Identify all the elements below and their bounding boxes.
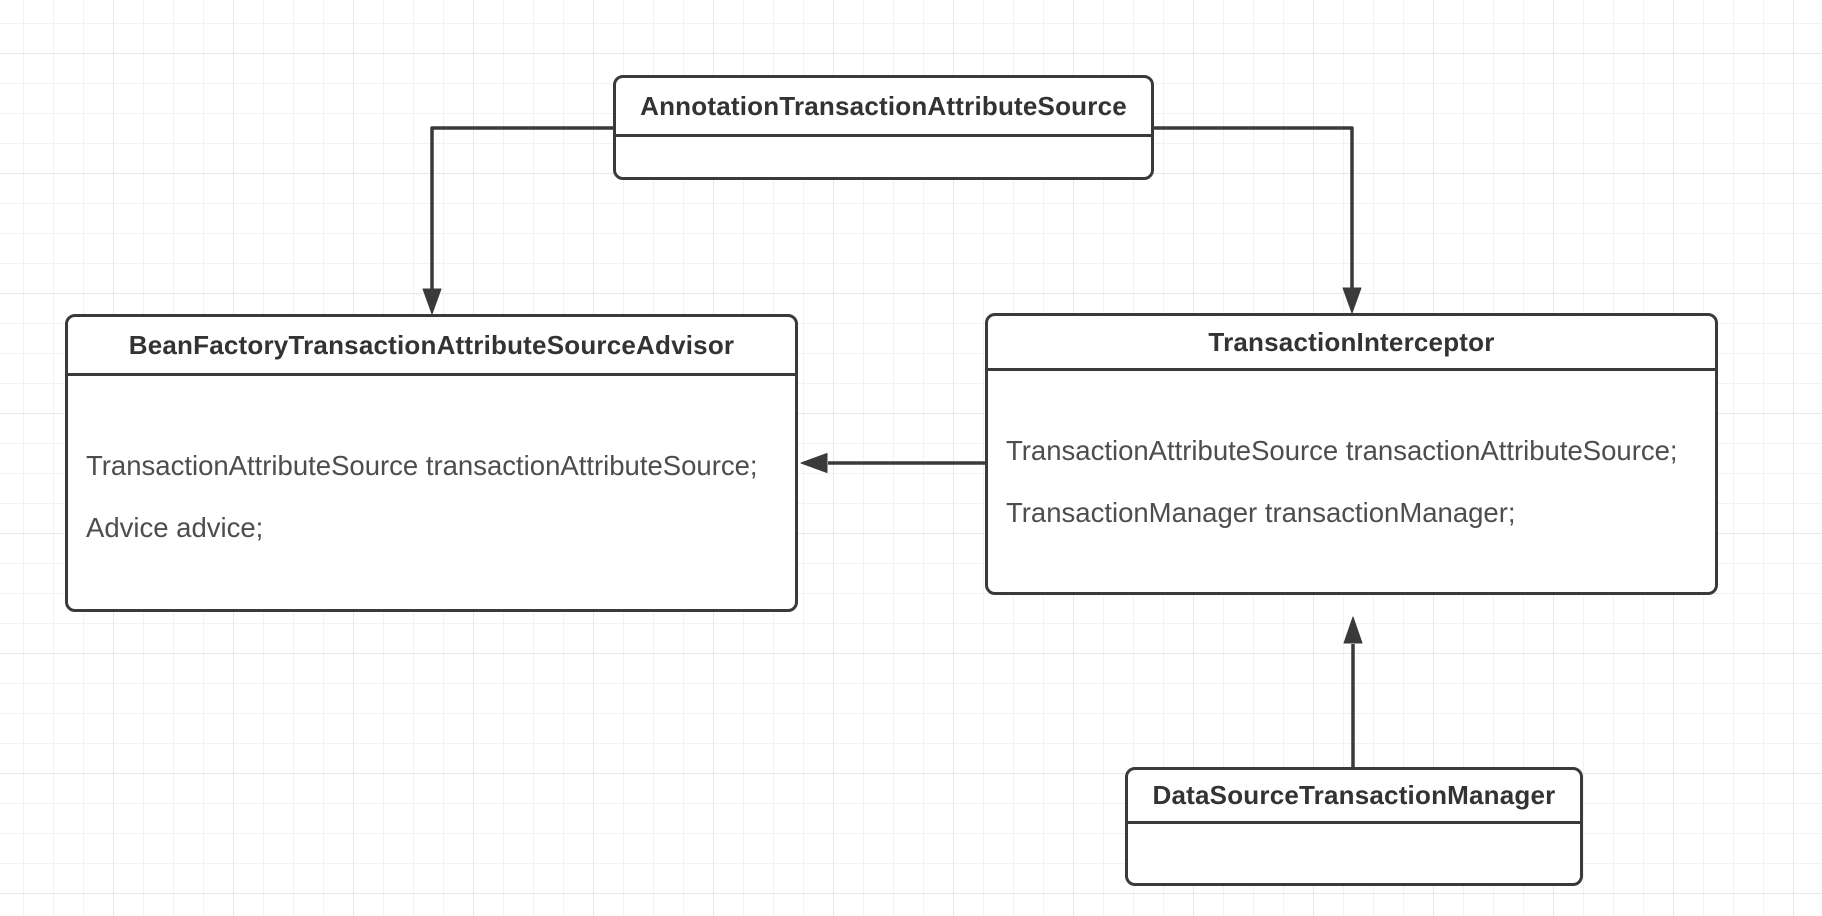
arrowhead-left-icon: [800, 453, 828, 473]
class-node-transaction-interceptor[interactable]: TransactionInterceptor TransactionAttrib…: [985, 313, 1718, 595]
class-node-data-source-transaction-manager[interactable]: DataSourceTransactionManager: [1125, 767, 1583, 886]
class-field: Advice advice;: [86, 512, 264, 543]
class-title: BeanFactoryTransactionAttributeSourceAdv…: [68, 317, 795, 376]
class-field: TransactionAttributeSource transactionAt…: [86, 450, 758, 481]
edge-annotation-to-interceptor[interactable]: [1154, 126, 1362, 314]
class-node-bean-factory-transaction-attribute-source-advisor[interactable]: BeanFactoryTransactionAttributeSourceAdv…: [65, 314, 798, 612]
class-node-annotation-transaction-attribute-source[interactable]: AnnotationTransactionAttributeSource: [613, 75, 1154, 180]
class-field: TransactionAttributeSource transactionAt…: [1006, 435, 1678, 466]
arrowhead-down-icon: [422, 288, 442, 315]
arrowhead-up-icon: [1343, 616, 1363, 644]
edge-annotation-to-advisor[interactable]: [422, 126, 613, 315]
class-title: TransactionInterceptor: [988, 316, 1715, 371]
edge-datasource-to-interceptor[interactable]: [1343, 616, 1363, 767]
edge-interceptor-to-advisor[interactable]: [800, 453, 985, 473]
arrowhead-down-icon: [1342, 287, 1362, 314]
edge-line: [430, 126, 613, 291]
class-field: TransactionManager transactionManager;: [1006, 497, 1516, 528]
class-title: DataSourceTransactionManager: [1128, 770, 1580, 824]
class-title: AnnotationTransactionAttributeSource: [616, 78, 1151, 137]
edge-line: [1154, 126, 1354, 290]
